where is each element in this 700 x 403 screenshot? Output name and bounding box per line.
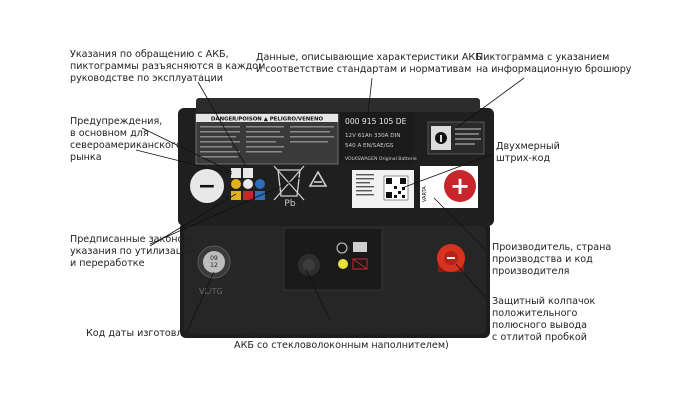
ok-icon — [353, 242, 367, 252]
date-code-face — [203, 251, 225, 273]
part-number: 000 915 105 DE — [345, 117, 407, 126]
label-date-code: Код даты изготовления — [86, 328, 207, 339]
warning-strip-text: DANGER/POISON ▲ PELIGRO/VENENO — [211, 117, 324, 123]
label-2d-barcode: Двухмерный штрих-код — [496, 141, 560, 164]
warning-block — [195, 113, 339, 165]
fault-icon — [352, 258, 368, 270]
label-manufacturer: Производитель, страна производства и код… — [492, 242, 612, 277]
label-electrolyte-indicator: Индикатор уровня электролита (кроме АКБ … — [234, 328, 449, 351]
qr-code-icon — [383, 175, 409, 201]
side-marking: VL/TG — [199, 287, 223, 296]
warning-strip — [196, 114, 338, 122]
spec-label — [340, 112, 414, 164]
label-warnings: Предупреждения, в основном для североаме… — [70, 116, 182, 163]
rating-line-2: 540 A EN/SAE/GS — [345, 143, 394, 149]
label-handling-instructions: Указания по обращению с АКБ, пиктограммы… — [70, 49, 266, 84]
plus-sign: + — [450, 172, 470, 200]
rating-line-1: 12V 61Ah 330A DIN — [345, 133, 400, 139]
label-brochure-pictogram: Пиктограмма с указанием на информационну… — [476, 52, 632, 75]
battery-top-rim — [196, 98, 480, 112]
varta-text: VARTA — [422, 186, 428, 202]
indicator-ring — [336, 242, 348, 254]
electrolyte-indicator — [338, 259, 348, 269]
lead-symbol: Pb — [284, 199, 295, 209]
warning-text-lines — [200, 126, 334, 158]
plus-circle — [444, 170, 476, 202]
minus-terminal-label — [190, 169, 224, 203]
minus-sign: − — [198, 174, 216, 199]
recycle-icon — [308, 170, 328, 187]
barcode-lines — [356, 174, 374, 196]
positive-terminal-cap — [437, 244, 465, 272]
label-positive-cap: Защитный колпачок положительного полюсно… — [492, 296, 596, 343]
label-disposal: Предписанные законом указания по утилиза… — [70, 234, 195, 269]
leader-lines — [135, 77, 525, 337]
label-specs: Данные, описывающие характеристики АКБ и… — [256, 52, 482, 75]
brand-line: VOLKSWAGEN Original Batterie — [345, 156, 417, 162]
